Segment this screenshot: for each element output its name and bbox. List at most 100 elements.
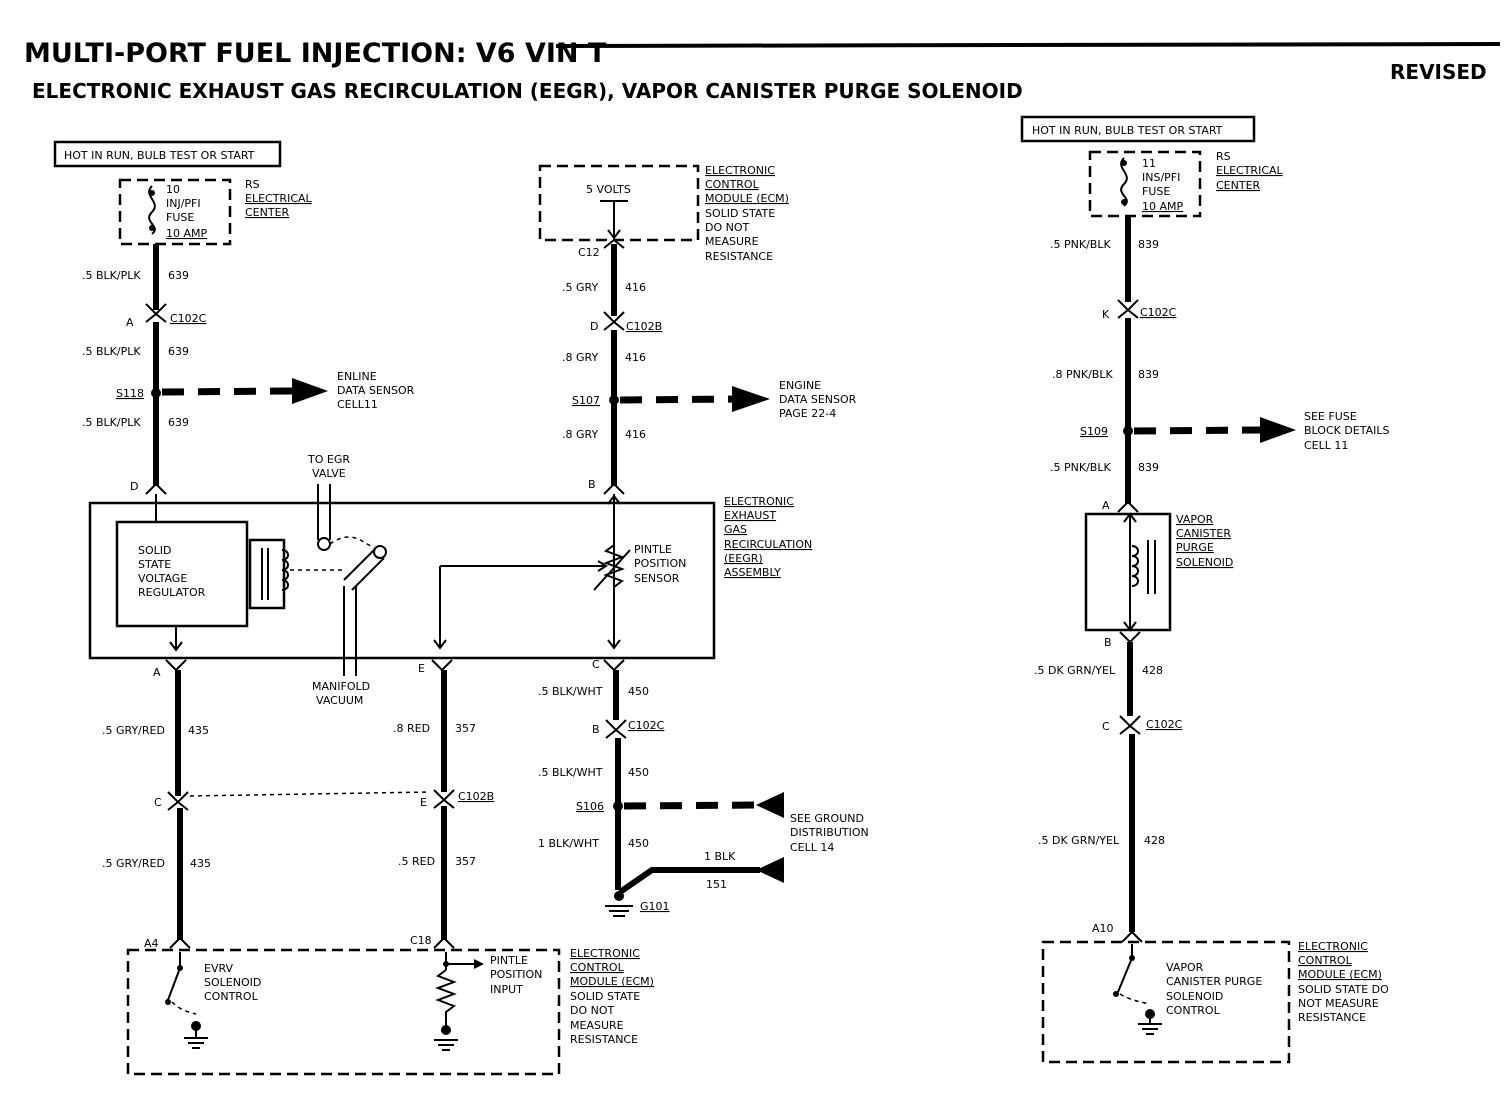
left-fuse-name: INJ/PFI xyxy=(166,197,201,210)
left-rs-electrical: ELECTRICAL xyxy=(245,192,313,205)
egr-valve-tube xyxy=(317,484,331,540)
right-splice-s109 xyxy=(1123,426,1133,436)
right-ecm-1: ELECTRONIC xyxy=(1298,940,1368,953)
regulator-text-2: STATE xyxy=(138,558,171,571)
right-fuse-word: FUSE xyxy=(1142,185,1170,198)
wire-435-lower-gauge: .5 GRY/RED xyxy=(102,857,165,870)
lower-ecm-7: RESISTANCE xyxy=(570,1033,638,1046)
right-splice-label: S109 xyxy=(1080,425,1108,438)
right-ecm-2: CONTROL xyxy=(1298,954,1353,967)
right-wire-4-gauge: .5 DK GRN/YEL xyxy=(1034,664,1116,677)
right-splice-ref-2: BLOCK DETAILS xyxy=(1304,424,1390,437)
pintle-input-text-1: PINTLE xyxy=(490,954,528,967)
splice-s106-label: S106 xyxy=(576,800,604,813)
purge-ground-icon xyxy=(1138,1023,1162,1035)
purge-coil-icon xyxy=(1131,545,1139,587)
mid-pin-c12: C12 xyxy=(578,246,600,259)
title-rule xyxy=(555,42,1501,48)
lower-pin-e: E xyxy=(418,662,425,675)
egr-coil-icon xyxy=(281,549,289,591)
mid-ecm-5: DO NOT xyxy=(705,221,750,234)
left-fuse-number: 10 xyxy=(166,183,180,196)
left-wire-2-gauge: .5 BLK/PLK xyxy=(82,345,141,358)
page-subtitle: ELECTRONIC EXHAUST GAS RECIRCULATION (EE… xyxy=(32,79,1023,103)
pintle-sensor-text-1: PINTLE xyxy=(634,543,672,556)
left-splice-arrow-icon xyxy=(292,378,328,404)
eegr-name-1: ELECTRONIC xyxy=(724,495,794,508)
right-fuse-number: 11 xyxy=(1142,157,1156,170)
wire-450-1-gauge: .5 BLK/WHT xyxy=(538,685,603,698)
lower-ecm-2: CONTROL xyxy=(570,961,625,974)
wire-450-2-gauge: .5 BLK/WHT xyxy=(538,766,603,779)
right-ecm-5: NOT MEASURE xyxy=(1298,997,1379,1010)
right-ecm-4: SOLID STATE DO xyxy=(1298,983,1389,996)
g101-ground-icon xyxy=(605,905,633,917)
left-splice-arrow-line xyxy=(161,387,295,396)
wire-450-3-gauge: 1 BLK/WHT xyxy=(538,837,599,850)
eegr-name-6: ASSEMBLY xyxy=(724,566,781,579)
pin-a10: A10 xyxy=(1092,922,1114,935)
right-fuse-rating: 10 AMP xyxy=(1142,200,1184,213)
left-rs-center: CENTER xyxy=(245,206,290,219)
left-wire-1-gauge: .5 BLK/PLK xyxy=(82,269,141,282)
purge-solenoid-text-4: SOLENOID xyxy=(1176,556,1233,569)
left-splice-label: S118 xyxy=(116,387,144,400)
left-splice-ref-2: DATA SENSOR xyxy=(337,384,415,397)
right-ecm-6: RESISTANCE xyxy=(1298,1011,1366,1024)
mid-wire-3-gauge: .8 GRY xyxy=(562,428,598,441)
lower-pin-a: A xyxy=(153,666,161,679)
lower-pin-b: B xyxy=(592,723,600,736)
ecm-evrv-box xyxy=(126,948,561,1076)
evrv-text-1: EVRV xyxy=(204,962,234,975)
mid-splice-ref-1: ENGINE xyxy=(779,379,821,392)
mid-ecm-3: MODULE (ECM) xyxy=(705,192,789,205)
mid-ecm-6: MEASURE xyxy=(705,235,759,248)
wire-151-gauge: 1 BLK xyxy=(704,850,736,863)
right-splice-arrow-icon xyxy=(1260,417,1296,443)
lower-ecm-1: ELECTRONIC xyxy=(570,947,640,960)
mid-pin-b: B xyxy=(588,478,596,491)
right-pin-c: C xyxy=(1102,720,1110,733)
left-c102c-label: C102C xyxy=(170,312,207,325)
eegr-name-5: (EEGR) xyxy=(724,552,763,565)
right-wire-5-circuit: 428 xyxy=(1144,834,1165,847)
mid-wire-2-circuit: 416 xyxy=(625,351,646,364)
right-fuse-box xyxy=(1088,150,1202,218)
eegr-name-3: GAS xyxy=(724,523,747,536)
mid-wire-1-circuit: 416 xyxy=(625,281,646,294)
left-wire-3-gauge: .5 BLK/PLK xyxy=(82,416,141,429)
vapor-ctrl-text-4: CONTROL xyxy=(1166,1004,1221,1017)
purge-solenoid-box xyxy=(1084,512,1172,632)
right-rs-center: CENTER xyxy=(1216,179,1261,192)
left-wire-3-circuit: 639 xyxy=(168,416,189,429)
mid-wire-2-gauge: .8 GRY xyxy=(562,351,598,364)
wire-450-2-circuit: 450 xyxy=(628,766,649,779)
lower-pin-e2: E xyxy=(420,796,427,809)
lower-pin-c: C xyxy=(154,796,162,809)
pin-a4: A4 xyxy=(144,937,159,950)
middle-reference-circuit: 5 VOLTS ELECTRONIC CONTROL MODULE (ECM) … xyxy=(538,164,857,495)
pintle-ground-icon xyxy=(434,1039,458,1051)
wire-435-upper-gauge: .5 GRY/RED xyxy=(102,724,165,737)
left-rs-label: RS xyxy=(245,178,260,191)
eegr-assembly: SOLID STATE VOLTAGE REGULATOR TO EGR VAL… xyxy=(88,453,812,707)
wire-435-lower-circuit: 435 xyxy=(190,857,211,870)
wire-357-upper-circuit: 357 xyxy=(455,722,476,735)
right-fuse-icon xyxy=(1120,157,1128,207)
right-wire-5-gauge: .5 DK GRN/YEL xyxy=(1038,834,1120,847)
vapor-ctrl-text-1: VAPOR xyxy=(1166,961,1204,974)
wire-450-3-circuit: 450 xyxy=(628,837,649,850)
left-pin-a: A xyxy=(126,316,134,329)
regulator-text-1: SOLID xyxy=(138,544,171,557)
eegr-name-4: RECIRCULATION xyxy=(724,538,812,551)
left-fuse-word: FUSE xyxy=(166,211,194,224)
purge-solenoid-text-1: VAPOR xyxy=(1176,513,1214,526)
left-splice-ref-3: CELL11 xyxy=(337,398,378,411)
lower-c102b-label: C102B xyxy=(458,790,494,803)
pintle-input-text-2: POSITION xyxy=(490,968,542,981)
g101-label: G101 xyxy=(640,900,670,913)
left-pin-d: D xyxy=(130,480,138,493)
ecm-5v-box xyxy=(538,164,700,242)
right-wire-3-gauge: .5 PNK/BLK xyxy=(1050,461,1111,474)
